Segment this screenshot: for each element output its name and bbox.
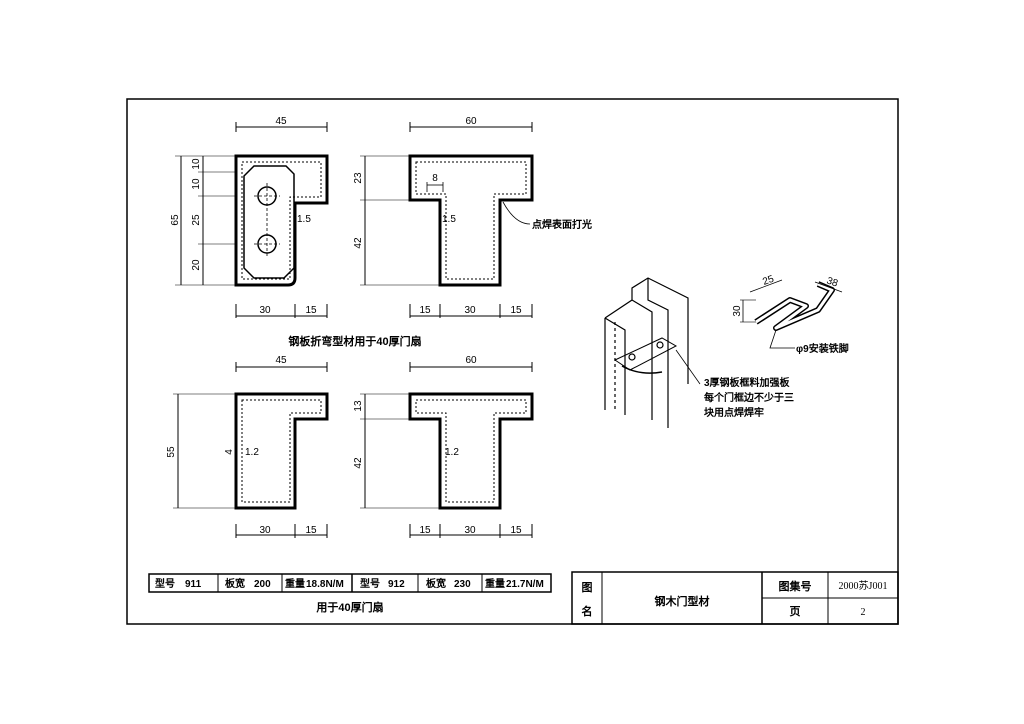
title-block: [571, 571, 899, 625]
dim-thickness-top-left: 1.5: [297, 214, 311, 225]
atlas-number: 2000苏J001: [839, 579, 888, 592]
dim-width-60-bottom: 60: [465, 355, 477, 366]
dim-thickness-top-right: 1.5: [442, 214, 456, 225]
page-number: 2: [861, 607, 866, 618]
profile-912-bottom-right: [360, 362, 534, 538]
spec-value-width-912: 230: [454, 579, 471, 590]
dim-height-65: 65: [170, 214, 181, 226]
spec-label-model-911: 型号: [155, 577, 175, 590]
dim-small-4: 4: [224, 449, 235, 455]
drawing-name: 钢木门型材: [655, 594, 710, 608]
spec-label-width-912: 板宽: [426, 577, 446, 590]
iso-anchor-detail: [740, 279, 843, 349]
note-plate-line-3: 块用点焊焊牢: [704, 406, 764, 419]
dim-bottom-15-top-left: 15: [305, 305, 317, 316]
spec-value-model-911: 911: [185, 579, 202, 590]
dim-width-45-top: 45: [275, 116, 287, 127]
dim-bottom-30-top-left: 30: [259, 305, 271, 316]
dim-anchor-38: 38: [825, 275, 840, 289]
spec-value-model-912: 912: [388, 579, 405, 590]
profile-911-top-left: [175, 122, 329, 318]
spec-caption: 用于40厚门扇: [316, 600, 383, 614]
dim-width-45-bottom: 45: [275, 355, 287, 366]
spec-label-weight-912: 重量: [485, 577, 505, 590]
note-plate-line-1: 3厚钢板框料加强板: [704, 376, 791, 389]
atlas-label: 图集号: [779, 579, 812, 593]
spec-value-width-911: 200: [254, 579, 271, 590]
page-label: 页: [790, 605, 801, 618]
profile-912-bottom-left: [173, 362, 329, 538]
dim-height-part-3: 25: [191, 214, 202, 226]
note-anchor: φ9安装铁脚: [796, 342, 849, 355]
spec-table: [148, 573, 552, 593]
dim-height-13: 13: [353, 400, 364, 412]
title-label-tu: 图: [582, 581, 593, 594]
dim-height-23: 23: [353, 172, 364, 184]
dim-detail-8: 8: [432, 173, 438, 184]
dim-height-part-2: 10: [191, 178, 202, 190]
dim-thickness-bottom-left: 1.2: [245, 447, 259, 458]
iso-frame-detail: [604, 277, 701, 428]
spec-label-width-911: 板宽: [225, 577, 245, 590]
spec-value-weight-912: 21.7N/M: [506, 579, 544, 590]
dim-height-42-top: 42: [353, 237, 364, 249]
spec-label-weight-911: 重量: [285, 577, 305, 590]
spec-label-model-912: 型号: [360, 577, 380, 590]
dim-thickness-bottom-right: 1.2: [445, 447, 459, 458]
dim-bottom-15a-top-right: 15: [419, 305, 431, 316]
note-plate-line-2: 每个门框边不少于三: [704, 391, 794, 404]
dim-height-part-4: 20: [191, 259, 202, 271]
dim-bottom-30-top-right: 30: [464, 305, 476, 316]
dim-anchor-30: 30: [732, 305, 743, 317]
dim-bottom-30-bottom-left: 30: [259, 525, 271, 536]
caption-top: 钢板折弯型材用于40厚门扇: [288, 334, 421, 348]
dim-bottom-15-bottom-left: 15: [305, 525, 317, 536]
sheet-border: [126, 98, 899, 625]
spec-value-weight-911: 18.8N/M: [306, 579, 344, 590]
dim-width-60-top: 60: [465, 116, 477, 127]
profile-911-top-right: [360, 122, 534, 318]
dim-bottom-30-bottom-right: 30: [464, 525, 476, 536]
dim-height-42-bottom: 42: [353, 457, 364, 469]
dim-bottom-15b-top-right: 15: [510, 305, 522, 316]
title-label-ming: 名: [582, 604, 593, 618]
dim-height-part-1: 10: [191, 158, 202, 170]
note-spot-weld: 点焊表面打光: [532, 218, 592, 231]
dim-anchor-25: 25: [761, 274, 776, 288]
dim-bottom-15b-bottom-right: 15: [510, 525, 522, 536]
dim-bottom-15a-bottom-right: 15: [419, 525, 431, 536]
dim-height-55: 55: [166, 446, 177, 458]
